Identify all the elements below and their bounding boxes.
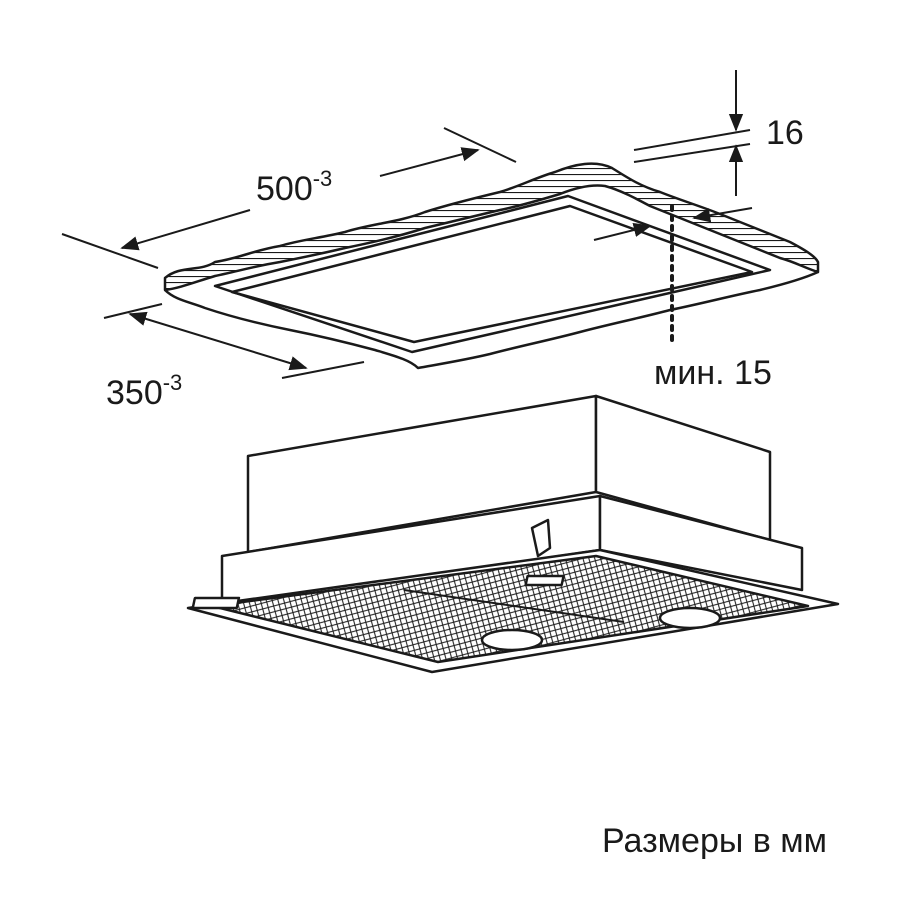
width-value: 350 (106, 374, 163, 412)
ceiling-panel (163, 162, 820, 370)
grease-filter (210, 554, 810, 664)
thickness-label: 16 (766, 114, 804, 152)
min-clearance-label: мин. 15 (654, 354, 772, 392)
cutout-inner (230, 204, 754, 344)
lamp-right (658, 606, 722, 630)
cutout-outer (213, 194, 772, 354)
filter-handle-2 (524, 574, 565, 587)
width-tolerance: -3 (163, 370, 183, 395)
dimension-lines (61, 70, 753, 379)
mounting-clip (530, 518, 552, 558)
filter-handle-1 (191, 596, 241, 610)
lamp-left (480, 628, 544, 652)
length-value: 500 (256, 170, 313, 208)
width-dimension-label: 350-3 (106, 370, 182, 412)
length-dimension-label: 500-3 (256, 166, 332, 208)
length-tolerance: -3 (313, 166, 333, 191)
hood-body (186, 394, 840, 674)
units-caption: Размеры в мм (602, 822, 827, 860)
hood-collar-right (598, 494, 804, 592)
